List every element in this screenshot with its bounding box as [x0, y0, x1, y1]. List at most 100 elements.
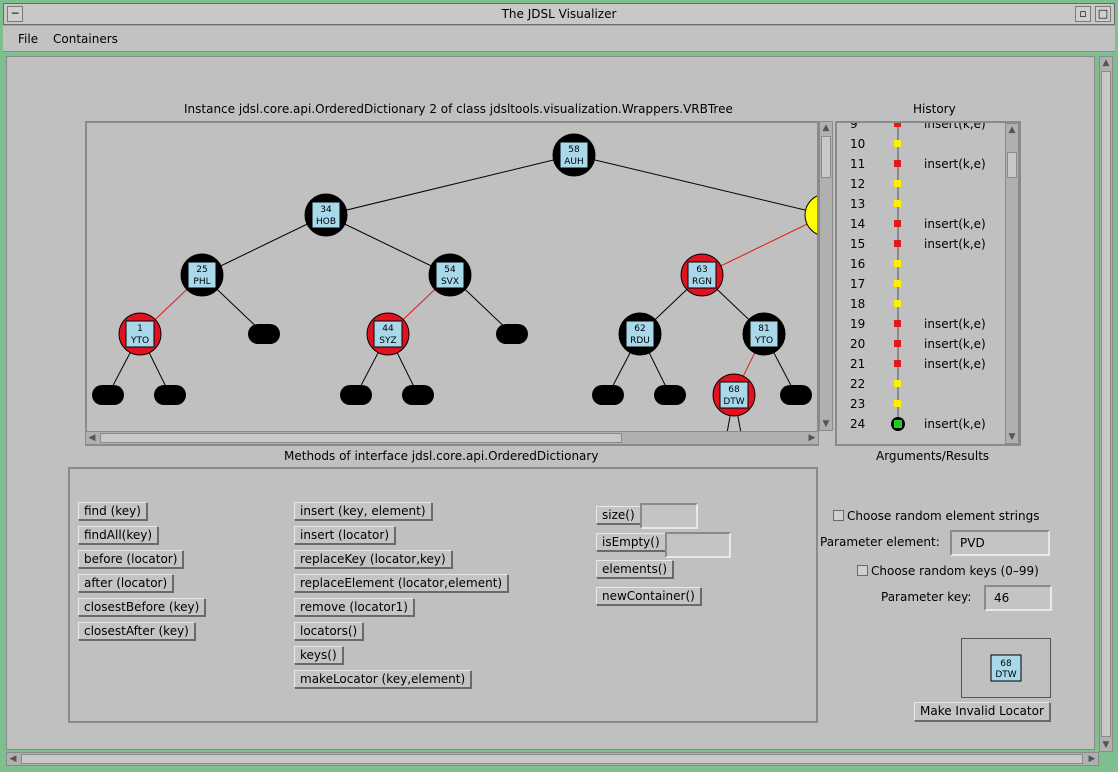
tree-node[interactable] [804, 194, 819, 236]
method-button[interactable]: closestBefore (key) [78, 598, 206, 616]
param-key-input[interactable]: 46 [984, 585, 1052, 611]
tree-null-leaf[interactable] [248, 324, 280, 344]
tree-null-leaf[interactable] [340, 385, 372, 405]
method-button[interactable]: findAll(key) [78, 526, 159, 544]
method-button[interactable]: before (locator) [78, 550, 184, 568]
method-button[interactable]: insert (key, element) [294, 502, 432, 520]
tree-node-key: 58 [568, 145, 580, 155]
history-step-number: 19 [850, 317, 865, 331]
method-button[interactable]: replaceKey (locator,key) [294, 550, 452, 568]
history-scrollbar[interactable]: ▲ ▼ [1005, 123, 1019, 444]
minimize-button[interactable]: ▫ [1075, 6, 1091, 22]
method-button[interactable]: isEmpty() [596, 533, 666, 551]
tree-hscroll-thumb[interactable] [100, 433, 622, 443]
history-row[interactable]: 10 [850, 137, 901, 151]
tree-null-leaf[interactable] [654, 385, 686, 405]
title-bar[interactable]: ─ The JDSL Visualizer ▫ □ [3, 3, 1115, 25]
param-element-label: Parameter element: [820, 535, 940, 549]
method-button[interactable]: newContainer() [596, 587, 701, 605]
history-row[interactable]: 17 [850, 277, 901, 291]
history-row[interactable]: 13 [850, 197, 901, 211]
tree-null-leaf[interactable] [402, 385, 434, 405]
scroll-left-icon[interactable]: ◀ [9, 754, 17, 764]
main-content: Instance jdsl.core.api.OrderedDictionary… [6, 56, 1095, 750]
history-marker [894, 360, 901, 367]
window-vscroll-thumb[interactable] [1101, 71, 1111, 737]
history-row[interactable]: 16 [850, 257, 901, 271]
scroll-up-icon[interactable]: ▲ [822, 123, 830, 133]
scroll-right-icon[interactable]: ▶ [808, 433, 816, 443]
make-invalid-locator-button[interactable]: Make Invalid Locator [914, 702, 1050, 721]
scroll-up-icon[interactable]: ▲ [1008, 125, 1016, 135]
window-hscroll-thumb[interactable] [21, 754, 1083, 764]
history-step-number: 9 [850, 123, 858, 131]
tree-null-leaf[interactable] [154, 385, 186, 405]
window-menu-button[interactable]: ─ [7, 6, 23, 22]
tree-null-leaf[interactable] [780, 385, 812, 405]
history-step-number: 18 [850, 297, 865, 311]
history-row[interactable]: 22 [850, 377, 901, 391]
menu-file[interactable]: File [18, 32, 39, 46]
tree-horizontal-scrollbar[interactable]: ◀ ▶ [85, 431, 819, 445]
tree-null-leaf[interactable] [92, 385, 124, 405]
method-button[interactable]: closestAfter (key) [78, 622, 195, 640]
method-button[interactable]: keys() [294, 646, 343, 664]
method-button[interactable]: insert (locator) [294, 526, 395, 544]
scroll-left-icon[interactable]: ◀ [88, 433, 96, 443]
menu-containers[interactable]: Containers [53, 32, 118, 46]
tree-null-leaf[interactable] [592, 385, 624, 405]
param-element-input[interactable]: PVD [950, 530, 1050, 556]
tree-node-key: 25 [196, 265, 207, 275]
random-keys-checkbox[interactable]: Choose random keys (0–99) [857, 564, 1039, 578]
scroll-down-icon[interactable]: ▼ [1008, 432, 1016, 442]
method-button[interactable]: find (key) [78, 502, 147, 520]
method-button[interactable]: replaceElement (locator,element) [294, 574, 509, 592]
tree-vscroll-thumb[interactable] [821, 136, 831, 178]
scroll-down-icon[interactable]: ▼ [822, 419, 830, 429]
scroll-right-icon[interactable]: ▶ [1088, 754, 1096, 764]
scroll-down-icon[interactable]: ▼ [1102, 740, 1110, 750]
tree-vertical-scrollbar[interactable]: ▲ ▼ [819, 121, 833, 431]
window-horizontal-scrollbar[interactable]: ◀ ▶ [6, 752, 1099, 766]
history-row[interactable]: 12 [850, 177, 901, 191]
scroll-up-icon[interactable]: ▲ [1102, 58, 1110, 68]
tree-node-key: 62 [634, 324, 645, 334]
random-elements-checkbox[interactable]: Choose random element strings [833, 509, 1039, 523]
method-button[interactable]: after (locator) [78, 574, 174, 592]
method-button[interactable]: elements() [596, 560, 674, 578]
history-operation: insert(k,e) [924, 123, 986, 131]
tree-null-leaf[interactable] [496, 324, 528, 344]
method-button[interactable]: locators() [294, 622, 364, 640]
history-row[interactable]: 9 insert(k,e) [850, 123, 986, 131]
history-scroll-thumb[interactable] [1007, 152, 1017, 178]
method-button[interactable]: remove (locator1) [294, 598, 414, 616]
history-row[interactable]: 18 [850, 297, 901, 311]
history-marker [894, 320, 901, 327]
method-button[interactable]: makeLocator (key,element) [294, 670, 472, 688]
history-row[interactable]: 23 [850, 397, 901, 411]
tree-node-value: AUH [564, 157, 584, 167]
window-vertical-scrollbar[interactable]: ▲ ▼ [1099, 56, 1113, 752]
method-button[interactable]: size() [596, 506, 641, 524]
maximize-button[interactable]: □ [1095, 6, 1111, 22]
tree-node-label-box [719, 381, 749, 409]
